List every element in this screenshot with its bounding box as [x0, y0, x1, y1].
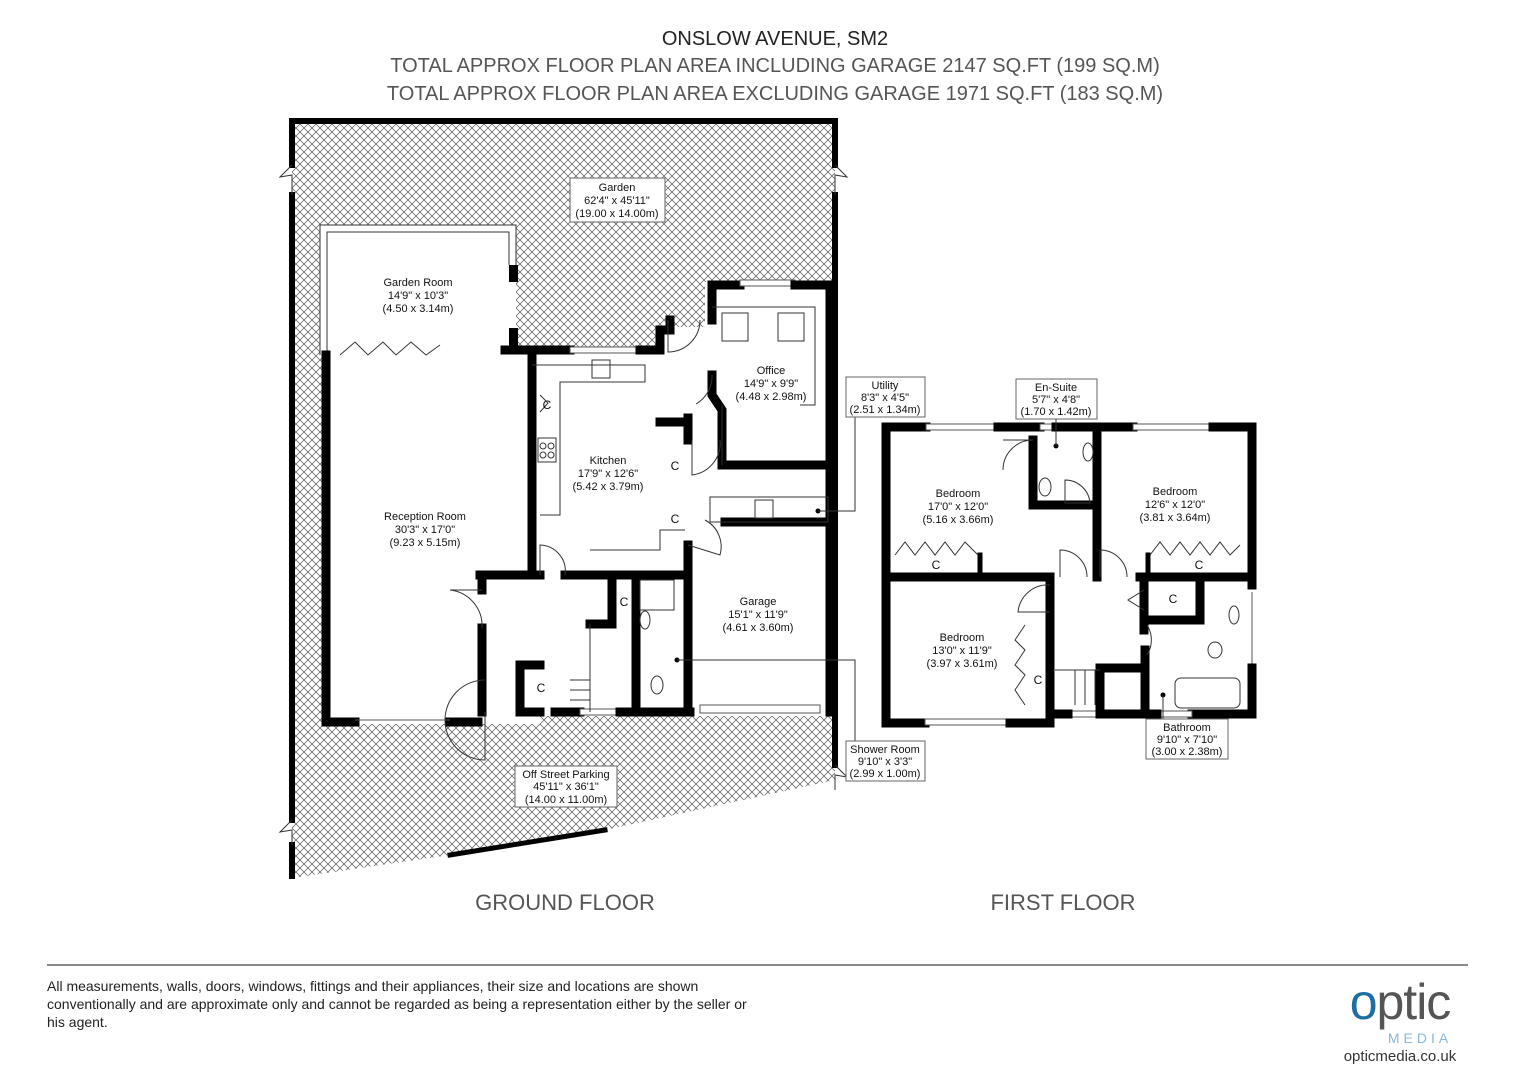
svg-text:Bathroom: Bathroom [1163, 722, 1211, 734]
svg-text:(14.00 x 11.00m): (14.00 x 11.00m) [525, 794, 607, 806]
svg-text:(2.51 x 1.34m): (2.51 x 1.34m) [850, 404, 921, 416]
room-label-garden: Garden 62'4" x 45'11" (19.00 x 14.00m) [569, 177, 666, 223]
room-label-shower-room: Shower Room 9'10" x 3'3" (2.99 x 1.00m) [845, 740, 926, 782]
svg-text:(4.48 x 2.98m): (4.48 x 2.98m) [736, 391, 807, 403]
first-floor-plan: C C C C En-Suite 5'7" x 4'8" (1.70 x 1.4… [881, 378, 1257, 760]
ground-floor-footprint [320, 225, 832, 724]
cupboard-label: C [543, 398, 552, 412]
svg-text:13'0" x 11'9": 13'0" x 11'9" [932, 645, 992, 657]
svg-text:(5.42 x 3.79m): (5.42 x 3.79m) [573, 481, 644, 493]
svg-text:(3.81 x 3.64m): (3.81 x 3.64m) [1140, 512, 1211, 524]
svg-text:45'11" x 36'1": 45'11" x 36'1" [533, 781, 599, 793]
svg-text:Shower Room: Shower Room [850, 744, 920, 756]
ground-floor-plan: C C C C C Garden 62'4" x 45'11" (19.00 x… [278, 118, 926, 879]
area-including-garage: TOTAL APPROX FLOOR PLAN AREA INCLUDING G… [390, 55, 1160, 77]
svg-text:Office: Office [757, 365, 786, 377]
svg-text:(19.00 x 14.00m): (19.00 x 14.00m) [575, 208, 658, 220]
svg-text:62'4" x 45'11": 62'4" x 45'11" [584, 195, 650, 207]
ground-floor-label: GROUND FLOOR [475, 890, 655, 915]
plan-title: ONSLOW AVENUE, SM2 [662, 28, 888, 50]
svg-text:(3.97 x 3.61m): (3.97 x 3.61m) [927, 658, 998, 670]
svg-text:Garden: Garden [599, 182, 636, 194]
svg-text:Garage: Garage [740, 596, 777, 608]
cupboard-label: C [1195, 558, 1204, 572]
svg-text:Bedroom: Bedroom [1153, 486, 1198, 498]
cupboard-label: C [537, 681, 546, 695]
cupboard-label: C [932, 558, 941, 572]
svg-text:9'10" x 3'3": 9'10" x 3'3" [858, 756, 912, 768]
cupboard-label: C [671, 512, 680, 526]
logo-url: opticmedia.co.uk [1343, 1048, 1457, 1065]
area-excluding-garage: TOTAL APPROX FLOOR PLAN AREA EXCLUDING G… [387, 83, 1163, 105]
svg-text:(5.16 x 3.66m): (5.16 x 3.66m) [923, 514, 994, 526]
room-label-office: Office 14'9" x 9'9" (4.48 x 2.98m) [736, 365, 807, 403]
first-floor-label: FIRST FLOOR [990, 890, 1135, 915]
svg-text:Kitchen: Kitchen [590, 455, 627, 467]
svg-text:Off Street Parking: Off Street Parking [522, 769, 609, 781]
disclaimer: All measurements, walls, doors, windows,… [47, 978, 747, 1030]
room-label-off-street-parking: Off Street Parking 45'11" x 36'1" (14.00… [514, 765, 618, 808]
svg-text:17'0" x 12'0": 17'0" x 12'0" [928, 501, 988, 513]
svg-text:Bedroom: Bedroom [936, 488, 981, 500]
svg-text:(4.50 x 3.14m): (4.50 x 3.14m) [383, 303, 454, 315]
cupboard-label: C [671, 459, 680, 473]
room-label-bedroom-3: Bedroom 13'0" x 11'9" (3.97 x 3.61m) [927, 632, 998, 670]
room-label-garden-room: Garden Room 14'9" x 10'3" (4.50 x 3.14m) [383, 277, 454, 315]
svg-text:Utility: Utility [872, 380, 899, 392]
logo-sub: MEDIA [1387, 1030, 1453, 1046]
logo-brand: optic [1349, 974, 1452, 1030]
svg-text:12'6" x 12'0": 12'6" x 12'0" [1145, 499, 1205, 511]
room-label-bedroom-2: Bedroom 12'6" x 12'0" (3.81 x 3.64m) [1140, 486, 1211, 524]
cupboard-label: C [620, 595, 629, 609]
room-label-bedroom-1: Bedroom 17'0" x 12'0" (5.16 x 3.66m) [923, 488, 994, 526]
room-label-reception-room: Reception Room 30'3" x 17'0" (9.23 x 5.1… [384, 511, 466, 549]
svg-text:(9.23 x 5.15m): (9.23 x 5.15m) [390, 537, 461, 549]
svg-text:30'3" x 17'0": 30'3" x 17'0" [395, 524, 455, 536]
svg-text:En-Suite: En-Suite [1035, 382, 1077, 394]
svg-text:Reception Room: Reception Room [384, 511, 466, 523]
svg-text:8'3" x 4'5": 8'3" x 4'5" [861, 392, 909, 404]
cupboard-label: C [1169, 592, 1178, 606]
svg-text:Bedroom: Bedroom [940, 632, 985, 644]
svg-text:(1.70 x 1.42m): (1.70 x 1.42m) [1021, 406, 1092, 418]
cupboard-label: C [1034, 673, 1043, 687]
optic-media-logo: optic MEDIA opticmedia.co.uk [1320, 974, 1480, 1066]
room-label-kitchen: Kitchen 17'9" x 12'6" (5.42 x 3.79m) [573, 455, 644, 493]
room-label-bathroom: Bathroom 9'10" x 7'10" (3.00 x 2.38m) [1145, 718, 1229, 760]
room-label-utility: Utility 8'3" x 4'5" (2.51 x 1.34m) [845, 376, 926, 418]
svg-text:(3.00 x 2.38m): (3.00 x 2.38m) [1152, 746, 1223, 758]
svg-text:15'1" x 11'9": 15'1" x 11'9" [728, 609, 788, 621]
svg-text:9'10" x 7'10": 9'10" x 7'10" [1157, 734, 1217, 746]
svg-text:(4.61 x 3.60m): (4.61 x 3.60m) [723, 622, 794, 634]
room-label-en-suite: En-Suite 5'7" x 4'8" (1.70 x 1.42m) [1015, 378, 1098, 420]
room-label-garage: Garage 15'1" x 11'9" (4.61 x 3.60m) [723, 596, 794, 634]
svg-text:Garden Room: Garden Room [383, 277, 452, 289]
svg-text:(2.99 x 1.00m): (2.99 x 1.00m) [850, 768, 921, 780]
svg-text:14'9" x 9'9": 14'9" x 9'9" [744, 378, 798, 390]
svg-text:5'7" x 4'8": 5'7" x 4'8" [1032, 394, 1080, 406]
svg-text:17'9" x 12'6": 17'9" x 12'6" [578, 468, 638, 480]
svg-text:14'9" x 10'3": 14'9" x 10'3" [388, 290, 448, 302]
